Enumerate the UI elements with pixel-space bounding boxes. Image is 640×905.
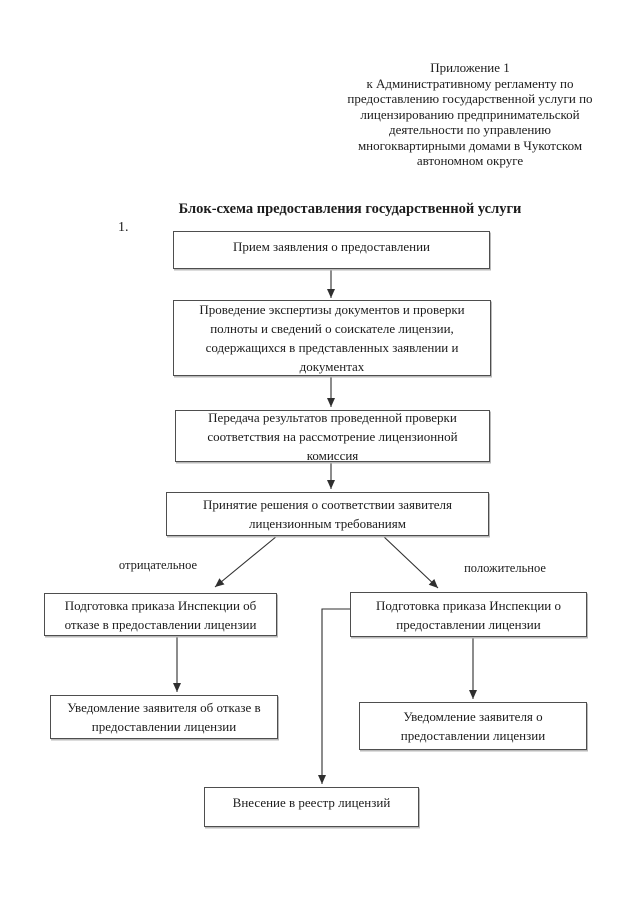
connector-grant-registry — [318, 608, 350, 784]
flowchart-box-label: Уведомление заявителя о предоставлении л… — [400, 709, 546, 743]
flowchart-box-label: Подготовка приказа Инспекции о предостав… — [376, 597, 561, 632]
flowchart-box-reception: Прием заявления о предоставлении — [173, 231, 490, 269]
flowchart-box-label: Принятие решения о соответствии заявител… — [203, 497, 452, 531]
flowchart-box-transfer: Передача результатов проведенной проверк… — [175, 409, 490, 463]
flowchart-box-label: Уведомление заявителя об отказе в предос… — [67, 700, 261, 734]
appendix-header: Приложение 1 к Административному регламе… — [347, 60, 593, 168]
connector-negative-branch — [214, 535, 278, 588]
branch-label-negative: отрицательное — [118, 558, 198, 572]
flowchart-box-order-refusal: Подготовка приказа Инспекции об отказе в… — [44, 593, 277, 636]
flowchart-box-label: Передача результатов проведенной проверк… — [207, 409, 458, 463]
list-number: 1. — [118, 220, 129, 235]
flowchart-box-label: Внесение в реестр лицензий — [232, 795, 391, 810]
flowchart-box-label: Подготовка приказа Инспекции об отказе в… — [64, 597, 257, 632]
branch-label-positive: положительное — [464, 561, 546, 575]
flowchart-box-decision: Принятие решения о соответствии заявител… — [166, 492, 489, 536]
flowchart-box-label: Прием заявления о предоставлении — [232, 239, 431, 254]
flowchart-box-notice-refusal: Уведомление заявителя об отказе в предос… — [50, 695, 278, 739]
flowchart-box-label: Проведение экспертизы документов и прове… — [199, 302, 465, 374]
page-title: Блок-схема предоставления государственно… — [178, 201, 522, 217]
flowchart-box-order-grant: Подготовка приказа Инспекции о предостав… — [350, 592, 587, 637]
flowchart-box-registry: Внесение в реестр лицензий — [204, 787, 419, 827]
flowchart-box-notice-grant: Уведомление заявителя о предоставлении л… — [359, 702, 587, 750]
flowchart-box-expertise: Проведение экспертизы документов и прове… — [173, 300, 491, 376]
connector-positive-branch — [381, 534, 439, 589]
